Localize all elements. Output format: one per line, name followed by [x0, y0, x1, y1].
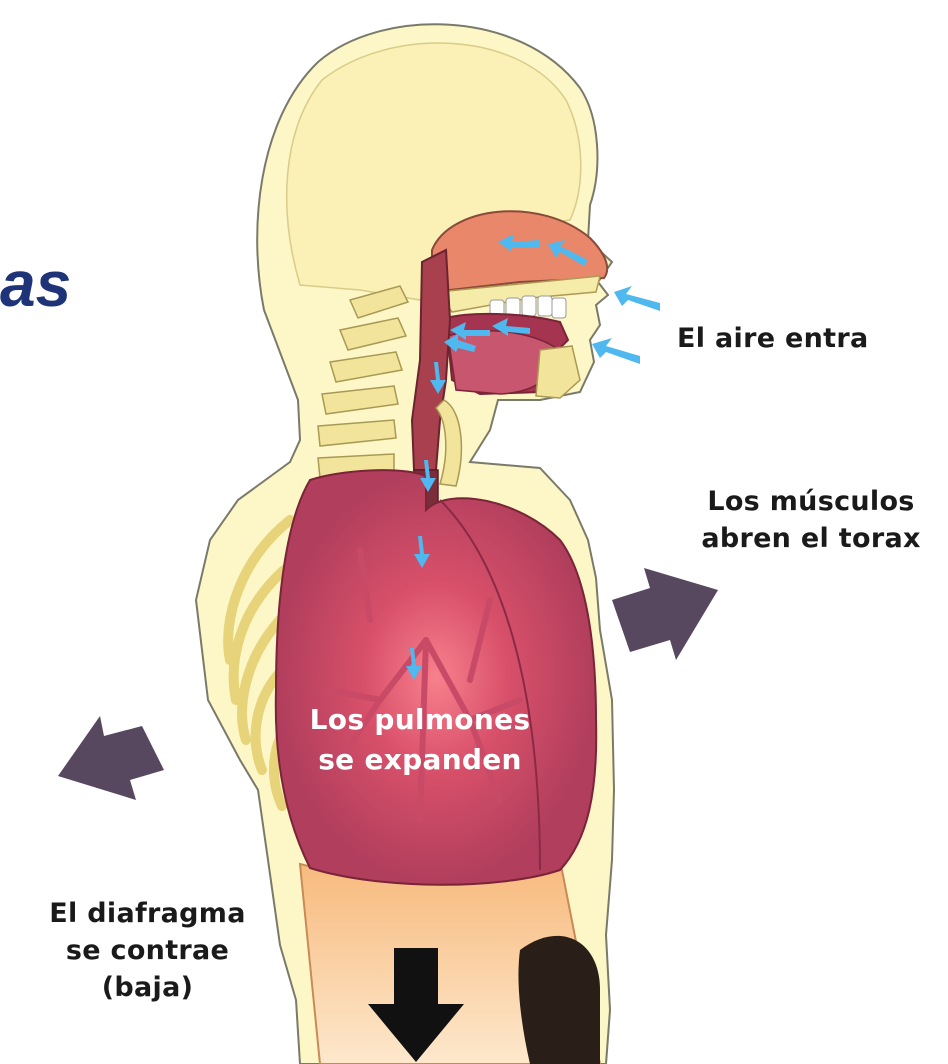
- label-diaphragm-line-2: se contrae: [20, 932, 275, 969]
- label-lungs-expand: Los pulmones se expanden: [270, 700, 570, 780]
- label-muscles-line-2: abren el torax: [680, 520, 942, 557]
- label-muscles-open-thorax: Los músculos abren el torax: [680, 483, 942, 557]
- label-air-enters: El aire entra: [677, 320, 868, 357]
- abdominal-cavity: [518, 936, 600, 1064]
- label-lungs-line-1: Los pulmones: [270, 700, 570, 740]
- back-expand-arrow-icon: [58, 716, 164, 800]
- label-diaphragm-contracts: El diafragma se contrae (baja): [20, 895, 275, 1006]
- lungs: [276, 470, 596, 885]
- title-fragment: as: [0, 252, 71, 316]
- label-muscles-line-1: Los músculos: [680, 483, 942, 520]
- chest-expand-arrow-icon: [612, 568, 718, 660]
- label-lungs-line-2: se expanden: [270, 740, 570, 780]
- label-diaphragm-line-3: (baja): [20, 969, 275, 1006]
- label-diaphragm-line-1: El diafragma: [20, 895, 275, 932]
